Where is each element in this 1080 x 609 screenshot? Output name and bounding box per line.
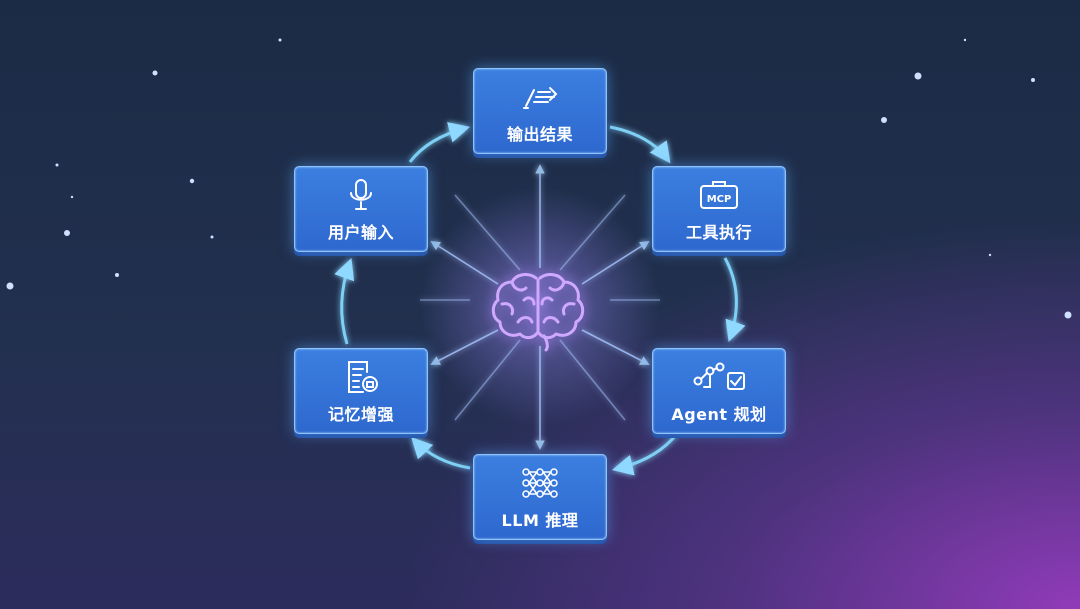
memory-document-icon xyxy=(295,361,427,393)
node-llm[interactable]: LLM 推理 xyxy=(473,454,607,540)
brain-icon xyxy=(488,270,588,352)
node-memory-label: 记忆增强 xyxy=(327,405,394,424)
agent-planning-icon xyxy=(653,361,785,393)
node-output[interactable]: 输出结果 xyxy=(473,68,607,154)
mcp-badge-text: MCP xyxy=(707,194,732,205)
radial-spokes xyxy=(420,164,660,450)
node-tools[interactable]: MCP 工具执行 xyxy=(652,166,786,252)
node-tools-label: 工具执行 xyxy=(685,223,752,242)
neural-network-icon xyxy=(474,467,606,499)
output-pen-icon xyxy=(474,81,606,113)
node-input[interactable]: 用户输入 xyxy=(294,166,428,252)
microphone-icon xyxy=(295,179,427,211)
node-agent[interactable]: Agent 规划 xyxy=(652,348,786,434)
cycle-arrows xyxy=(334,122,746,476)
star-field xyxy=(6,38,1072,319)
center-glow xyxy=(420,186,660,426)
node-agent-label: Agent 规划 xyxy=(671,405,767,424)
node-llm-label: LLM 推理 xyxy=(501,511,579,530)
node-memory[interactable]: 记忆增强 xyxy=(294,348,428,434)
node-input-label: 用户输入 xyxy=(327,223,394,242)
mcp-toolbox-icon: MCP xyxy=(653,179,785,211)
node-output-label: 输出结果 xyxy=(506,125,573,144)
